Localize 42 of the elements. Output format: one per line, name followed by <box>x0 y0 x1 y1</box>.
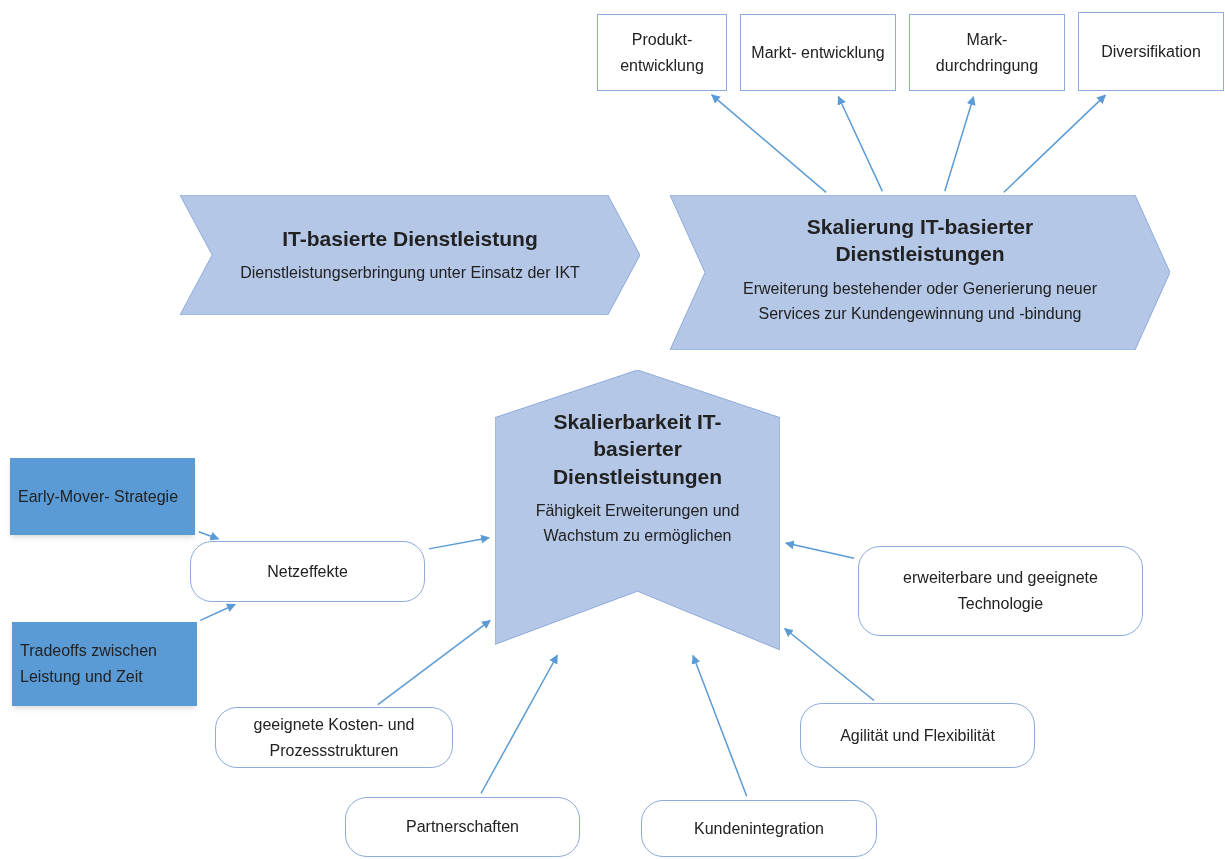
rounded-box <box>190 541 425 602</box>
arrow <box>944 95 976 192</box>
rounded-box <box>215 707 453 768</box>
rounded-box <box>641 800 877 857</box>
arrow <box>710 94 827 194</box>
node-text: Erweiterung bestehender oder Generierung neuer Services zur Kundengewinnung und -bindung <box>742 278 1098 325</box>
node-text: Mark- durchdringung <box>934 29 1040 76</box>
node-text: Produkt- entwicklung <box>619 29 705 76</box>
node-text: Kundenintegration <box>694 818 824 839</box>
arrow <box>691 654 748 797</box>
node-text: Fähigkeit Erweiterungen und Wachstum zu ermöglichen <box>534 500 741 547</box>
rounded-box <box>800 703 1035 768</box>
factor-box <box>12 622 197 706</box>
arrow <box>837 95 884 193</box>
arrow <box>199 603 236 622</box>
process-box <box>597 14 727 91</box>
node-text: geeignete Kosten- und Prozessstrukturen <box>252 714 416 761</box>
arrow <box>785 540 855 560</box>
rounded-box <box>345 797 580 857</box>
node-text: erweiterbare und geeignete Technologie <box>902 568 1099 614</box>
arrow <box>1003 94 1107 193</box>
node-text: Early-Mover- Strategie <box>18 486 179 507</box>
node-text: Agilität und Flexibilität <box>840 725 995 746</box>
node-text: Dienstleistungserbringung unter Einsatz der IKT <box>240 263 580 284</box>
process-box <box>909 14 1065 91</box>
rounded-box <box>858 546 1143 636</box>
factor-box <box>10 458 195 535</box>
node-text: Tradeoffs zwischen Leistung und Zeit <box>20 641 158 687</box>
node-text: Diversifikation <box>1101 41 1201 62</box>
node-text: Netzeffekte <box>267 561 348 582</box>
node-text: Markt- entwicklung <box>751 42 885 63</box>
process-box <box>740 14 896 91</box>
heading-text: IT-basierte Dienstleistung <box>282 226 538 252</box>
process-box <box>1078 12 1224 91</box>
arrow <box>377 619 491 706</box>
arrow <box>198 530 220 541</box>
arrow <box>480 654 559 795</box>
arrow <box>428 534 490 550</box>
arrow <box>783 627 875 702</box>
heading-text: Skalierung IT-basierter Dienstleistungen <box>805 214 1035 268</box>
node-text: Partnerschaften <box>406 817 519 838</box>
heading-text: Skalierbarkeit IT- basierter Dienstleistungen <box>551 409 724 490</box>
